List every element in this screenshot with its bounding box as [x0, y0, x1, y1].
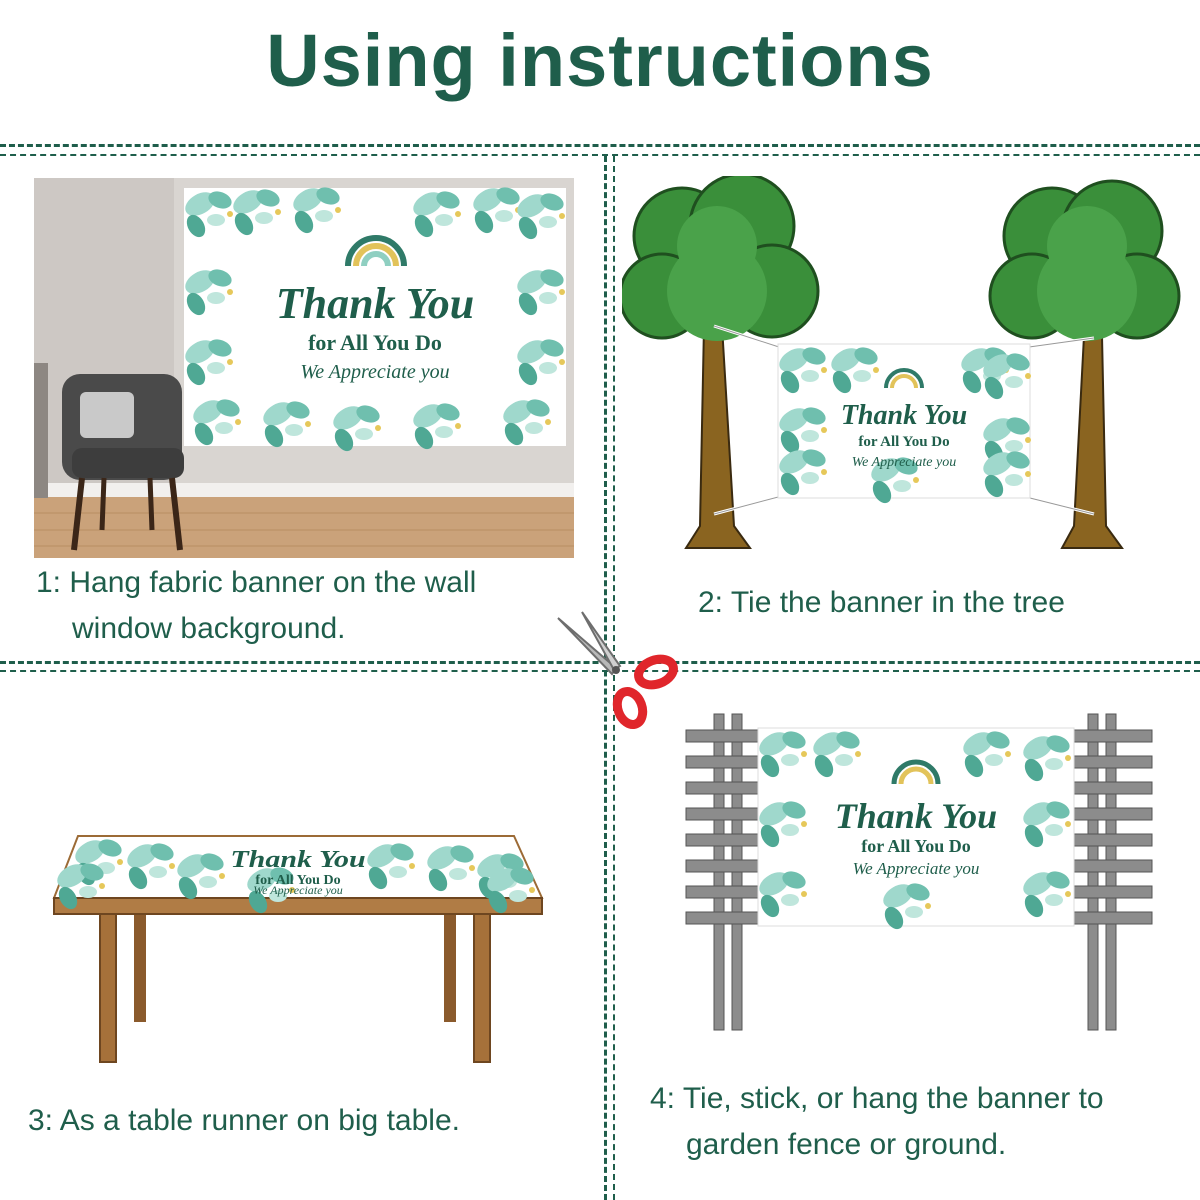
wall-banner	[181, 183, 567, 455]
table-runner-heading: Thank You	[230, 846, 365, 873]
step-4-line1: 4: Tie, stick, or hang the banner to	[650, 1082, 1104, 1115]
step-3-line1: 3: As a table runner on big table.	[28, 1104, 460, 1137]
tree-banner-line2: for All You Do	[858, 434, 949, 450]
scissors-icon	[557, 611, 678, 729]
tree-banner-line3: We Appreciate you	[852, 455, 956, 470]
left-fence	[685, 713, 771, 1031]
divider-vertical-2	[613, 156, 615, 1200]
wall-banner-illustration: Thank You for All You Do We Appreciate y…	[34, 178, 574, 558]
tree-banner	[775, 343, 1033, 507]
wall-banner-line2: for All You Do	[308, 330, 442, 355]
fence-banner-heading: Thank You	[835, 796, 997, 836]
step-1-line1: 1: Hang fabric banner on the wall	[36, 566, 477, 599]
left-tree	[622, 176, 820, 549]
right-tree	[988, 179, 1181, 549]
divider-vertical-1	[604, 156, 607, 1200]
table-runner-line2: for All You Do	[255, 873, 340, 888]
step-1-line2: window background.	[72, 612, 346, 645]
divider-top-2	[0, 154, 1200, 156]
table-runner-line3: We Appreciate you	[253, 883, 343, 897]
chair	[62, 374, 184, 551]
fence-banner-illustration: Thank You for All You Do We Appreciate y…	[685, 713, 1153, 1031]
divider-middle-2	[0, 670, 1200, 672]
step-4-caption: 4: Tie, stick, or hang the banner to gar…	[650, 1076, 1104, 1168]
table-runner-illustration: Thank You for All You Do We Appreciate y…	[52, 835, 544, 1063]
step-2-caption: 2: Tie the banner in the tree	[698, 580, 1065, 626]
wall-banner-line3: We Appreciate you	[300, 361, 449, 383]
fence-banner-line3: We Appreciate you	[853, 859, 980, 878]
fence-banner	[755, 727, 1075, 933]
step-3-caption: 3: As a table runner on big table.	[28, 1098, 460, 1144]
step-4-line2: garden fence or ground.	[686, 1128, 1007, 1161]
right-fence	[1067, 713, 1153, 1031]
step-2-line1: 2: Tie the banner in the tree	[698, 586, 1065, 619]
page-title: Using instructions	[266, 19, 934, 102]
tree-banner-illustration: Thank You for All You Do We Appreciate y…	[622, 176, 1181, 549]
tree-banner-heading: Thank You	[841, 400, 967, 431]
step-1-caption: 1: Hang fabric banner on the wall window…	[36, 560, 476, 652]
wall-banner-heading: Thank You	[276, 279, 475, 328]
fence-banner-line2: for All You Do	[861, 836, 971, 856]
divider-top-1	[0, 144, 1200, 147]
